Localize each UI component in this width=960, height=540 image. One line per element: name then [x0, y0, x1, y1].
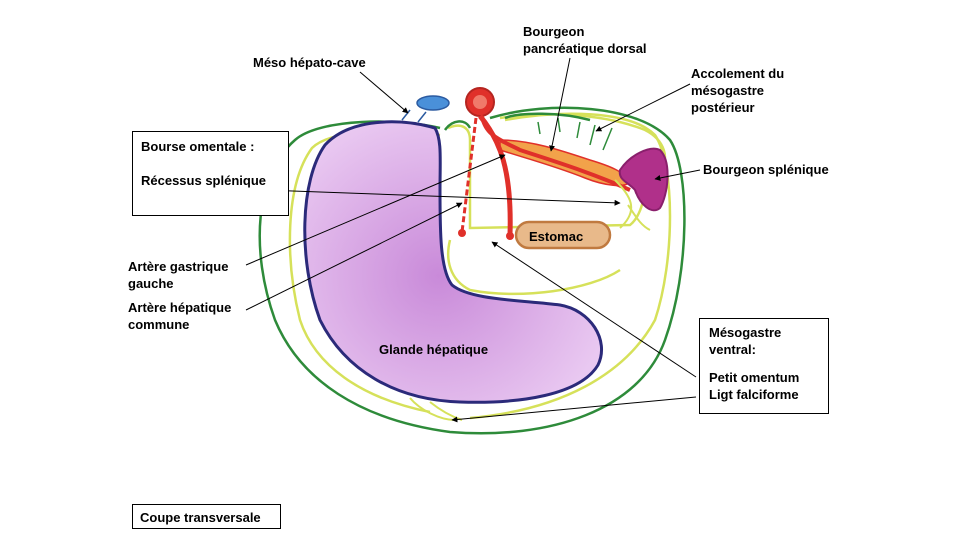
leader-lines [245, 57, 701, 423]
veine-cave [416, 95, 450, 111]
meso-hepato-cave-arrows [401, 109, 427, 123]
bourse-omentale-title: Bourse omentale : [141, 139, 255, 154]
label-artere-gastrique-line1: Artère gastrique [128, 259, 229, 274]
label-artere-gastrique-line2: gauche [128, 276, 174, 291]
label-artere-hepatique: Artère hépatique commune [128, 299, 231, 333]
label-estomac: Estomac [529, 229, 584, 244]
label-accolement-line1: Accolement du [691, 66, 785, 81]
glande-hepatique-shape [303, 120, 604, 404]
label-meso-hepato-cave: Méso hépato-cave [253, 55, 366, 70]
label-accolement: Accolement du mésogastre postérieur [691, 65, 784, 116]
label-glande-hepatique: Glande hépatique [379, 342, 489, 357]
label-artere-hepatique-line1: Artère hépatique [128, 300, 232, 315]
label-artere-hepatique-line2: commune [128, 317, 190, 332]
caption-box: Coupe transversale [132, 504, 281, 529]
label-bourgeon-pancreatique-line1: Bourgeon [523, 24, 585, 39]
artere-tronc-end [506, 232, 514, 240]
mesogastre-title-line2: ventral: [709, 342, 756, 357]
label-bourgeon-splenique: Bourgeon splénique [703, 162, 829, 177]
mesogastre-title-line1: Mésogastre [709, 325, 782, 340]
caption-text: Coupe transversale [140, 510, 261, 525]
label-accolement-line3: postérieur [691, 100, 755, 115]
ligt-falciforme-label: Ligt falciforme [709, 387, 799, 402]
artere-tronc [478, 114, 513, 236]
artere-hepatique-end [458, 229, 466, 237]
recessus-splenique-label: Récessus splénique [141, 173, 266, 188]
label-bourgeon-pancreatique-line2: pancréatique dorsal [523, 41, 647, 56]
peritoneum-right [469, 112, 672, 420]
petit-omentum-fold [446, 239, 621, 296]
recessus-splenique-fold [614, 179, 651, 231]
petit-omentum-label: Petit omentum [709, 370, 800, 385]
artere-hepatique-commune-shape [460, 117, 478, 233]
bourgeon-splenique-shape [618, 147, 669, 212]
accolement-arrows [537, 117, 613, 151]
bourgeon-pancreatique-shape [499, 139, 631, 187]
mesogastre-ventral-box: Mésogastre ventral: Petit omentum Ligt f… [699, 318, 829, 414]
label-accolement-line2: mésogastre [691, 83, 764, 98]
dorsal-mesentery-green [443, 112, 591, 131]
estomac-shape [514, 220, 612, 250]
bourse-omentale-box: Bourse omentale : Récessus splénique [132, 131, 289, 216]
label-artere-gastrique: Artère gastrique gauche [128, 258, 228, 292]
aorta-lumen [473, 95, 487, 109]
label-bourgeon-pancreatique: Bourgeon pancréatique dorsal [523, 23, 647, 57]
